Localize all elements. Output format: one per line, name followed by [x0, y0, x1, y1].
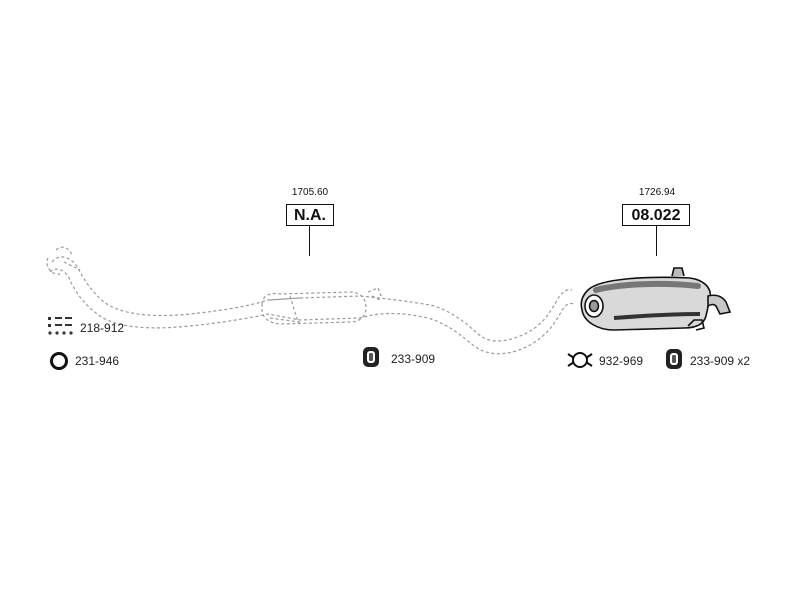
part-code-box[interactable]: N.A.: [286, 204, 334, 226]
leader-line: [656, 226, 657, 256]
accessory-label: 231-946: [75, 354, 120, 368]
accessory-label: 932-969: [599, 354, 644, 368]
bolt-set-icon: [48, 317, 73, 335]
accessory-label: 218-912: [80, 321, 125, 335]
accessory-label: 233-909: [391, 352, 436, 366]
part-code-box[interactable]: 08.022: [622, 204, 690, 226]
rear-silencer: [580, 267, 732, 331]
clamp-icon: [567, 352, 593, 368]
gasket-ring-icon: [50, 352, 68, 370]
leader-line: [309, 226, 310, 256]
rubber-mount-icon: [666, 349, 682, 369]
part-ref-number: 1726.94: [638, 187, 676, 198]
rubber-mount-icon: [363, 347, 379, 367]
front-pipe-outline: [46, 246, 575, 355]
part-ref-number: 1705.60: [291, 187, 329, 198]
accessory-label: 233-909 x2: [690, 354, 751, 368]
